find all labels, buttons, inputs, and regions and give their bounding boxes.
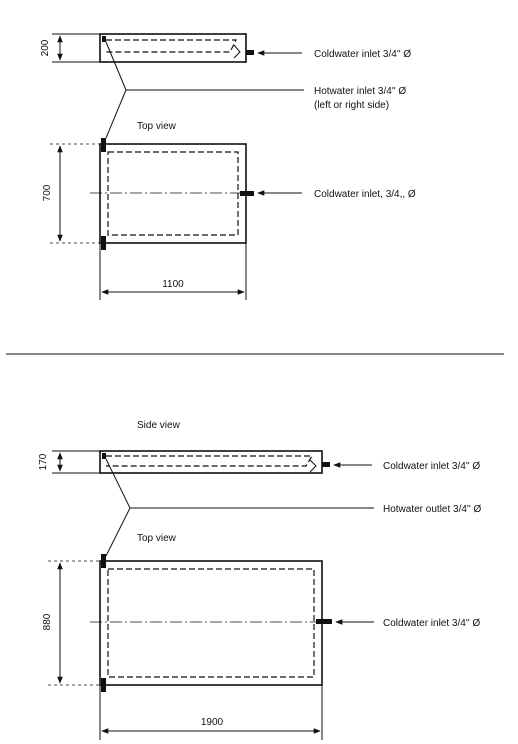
lower-side-view-label: Side view xyxy=(137,420,181,431)
upper-coldwater-inlet-side: Coldwater inlet, 3/4,, Ø xyxy=(257,189,416,200)
upper-height-value: 200 xyxy=(40,39,51,56)
upper-width-dimension: 700 xyxy=(42,143,100,244)
lower-side-view xyxy=(99,450,330,474)
upper-width-value: 700 xyxy=(42,184,53,201)
lower-coldwater-inlet-side-label: Coldwater inlet 3/4'' Ø xyxy=(383,618,480,629)
lower-height-dimension: 170 xyxy=(38,450,100,474)
upper-hotwater-inlet-note: (left or right side) xyxy=(314,100,389,111)
upper-top-inlet-fitting xyxy=(240,191,254,196)
lower-coldwater-inlet-side: Coldwater inlet 3/4'' Ø xyxy=(335,618,480,629)
lower-hotwater-outlet: Hotwater outlet 3/4'' Ø xyxy=(105,458,482,557)
upper-coldwater-inlet-top-label: Coldwater inlet 3/4'' Ø xyxy=(314,49,411,60)
upper-hotwater-inlet: Hotwater inlet 3/4'' Ø (left or right si… xyxy=(105,41,406,139)
lower-top-view xyxy=(90,554,332,692)
upper-side-view xyxy=(99,33,254,63)
lower-height-value: 170 xyxy=(38,453,49,470)
lower-hotwater-outlet-label: Hotwater outlet 3/4'' Ø xyxy=(383,504,482,515)
lower-width-dimension: 880 xyxy=(42,560,100,686)
lower-width-value: 880 xyxy=(42,613,53,630)
upper-length-value: 1100 xyxy=(162,279,184,290)
lower-length-dimension: 1900 xyxy=(99,685,323,740)
upper-coldwater-inlet-top: Coldwater inlet 3/4'' Ø xyxy=(257,49,411,60)
upper-height-dimension: 200 xyxy=(40,33,100,63)
lower-length-value: 1900 xyxy=(201,717,224,728)
upper-top-view xyxy=(90,138,254,250)
upper-coldwater-inlet-side-label: Coldwater inlet, 3/4,, Ø xyxy=(314,189,416,200)
lower-coldwater-inlet-top-label: Coldwater inlet 3/4'' Ø xyxy=(383,461,480,472)
lower-coldwater-inlet-top: Coldwater inlet 3/4'' Ø xyxy=(333,461,480,472)
upper-length-dimension: 1100 xyxy=(99,243,247,300)
lower-top-inlet-fitting xyxy=(316,619,332,624)
lower-top-view-label: Top view xyxy=(137,533,177,544)
upper-side-inlet-fitting xyxy=(246,50,254,55)
upper-collector: 200 Coldwater inlet 3/4'' Ø Hotwater inl… xyxy=(40,33,416,300)
upper-hotwater-inlet-label: Hotwater inlet 3/4'' Ø xyxy=(314,86,406,97)
lower-side-inlet-fitting xyxy=(322,462,330,467)
lower-collector: Side view 170 Coldwater inlet 3/4'' Ø H xyxy=(38,420,482,740)
upper-top-view-label: Top view xyxy=(137,121,177,132)
